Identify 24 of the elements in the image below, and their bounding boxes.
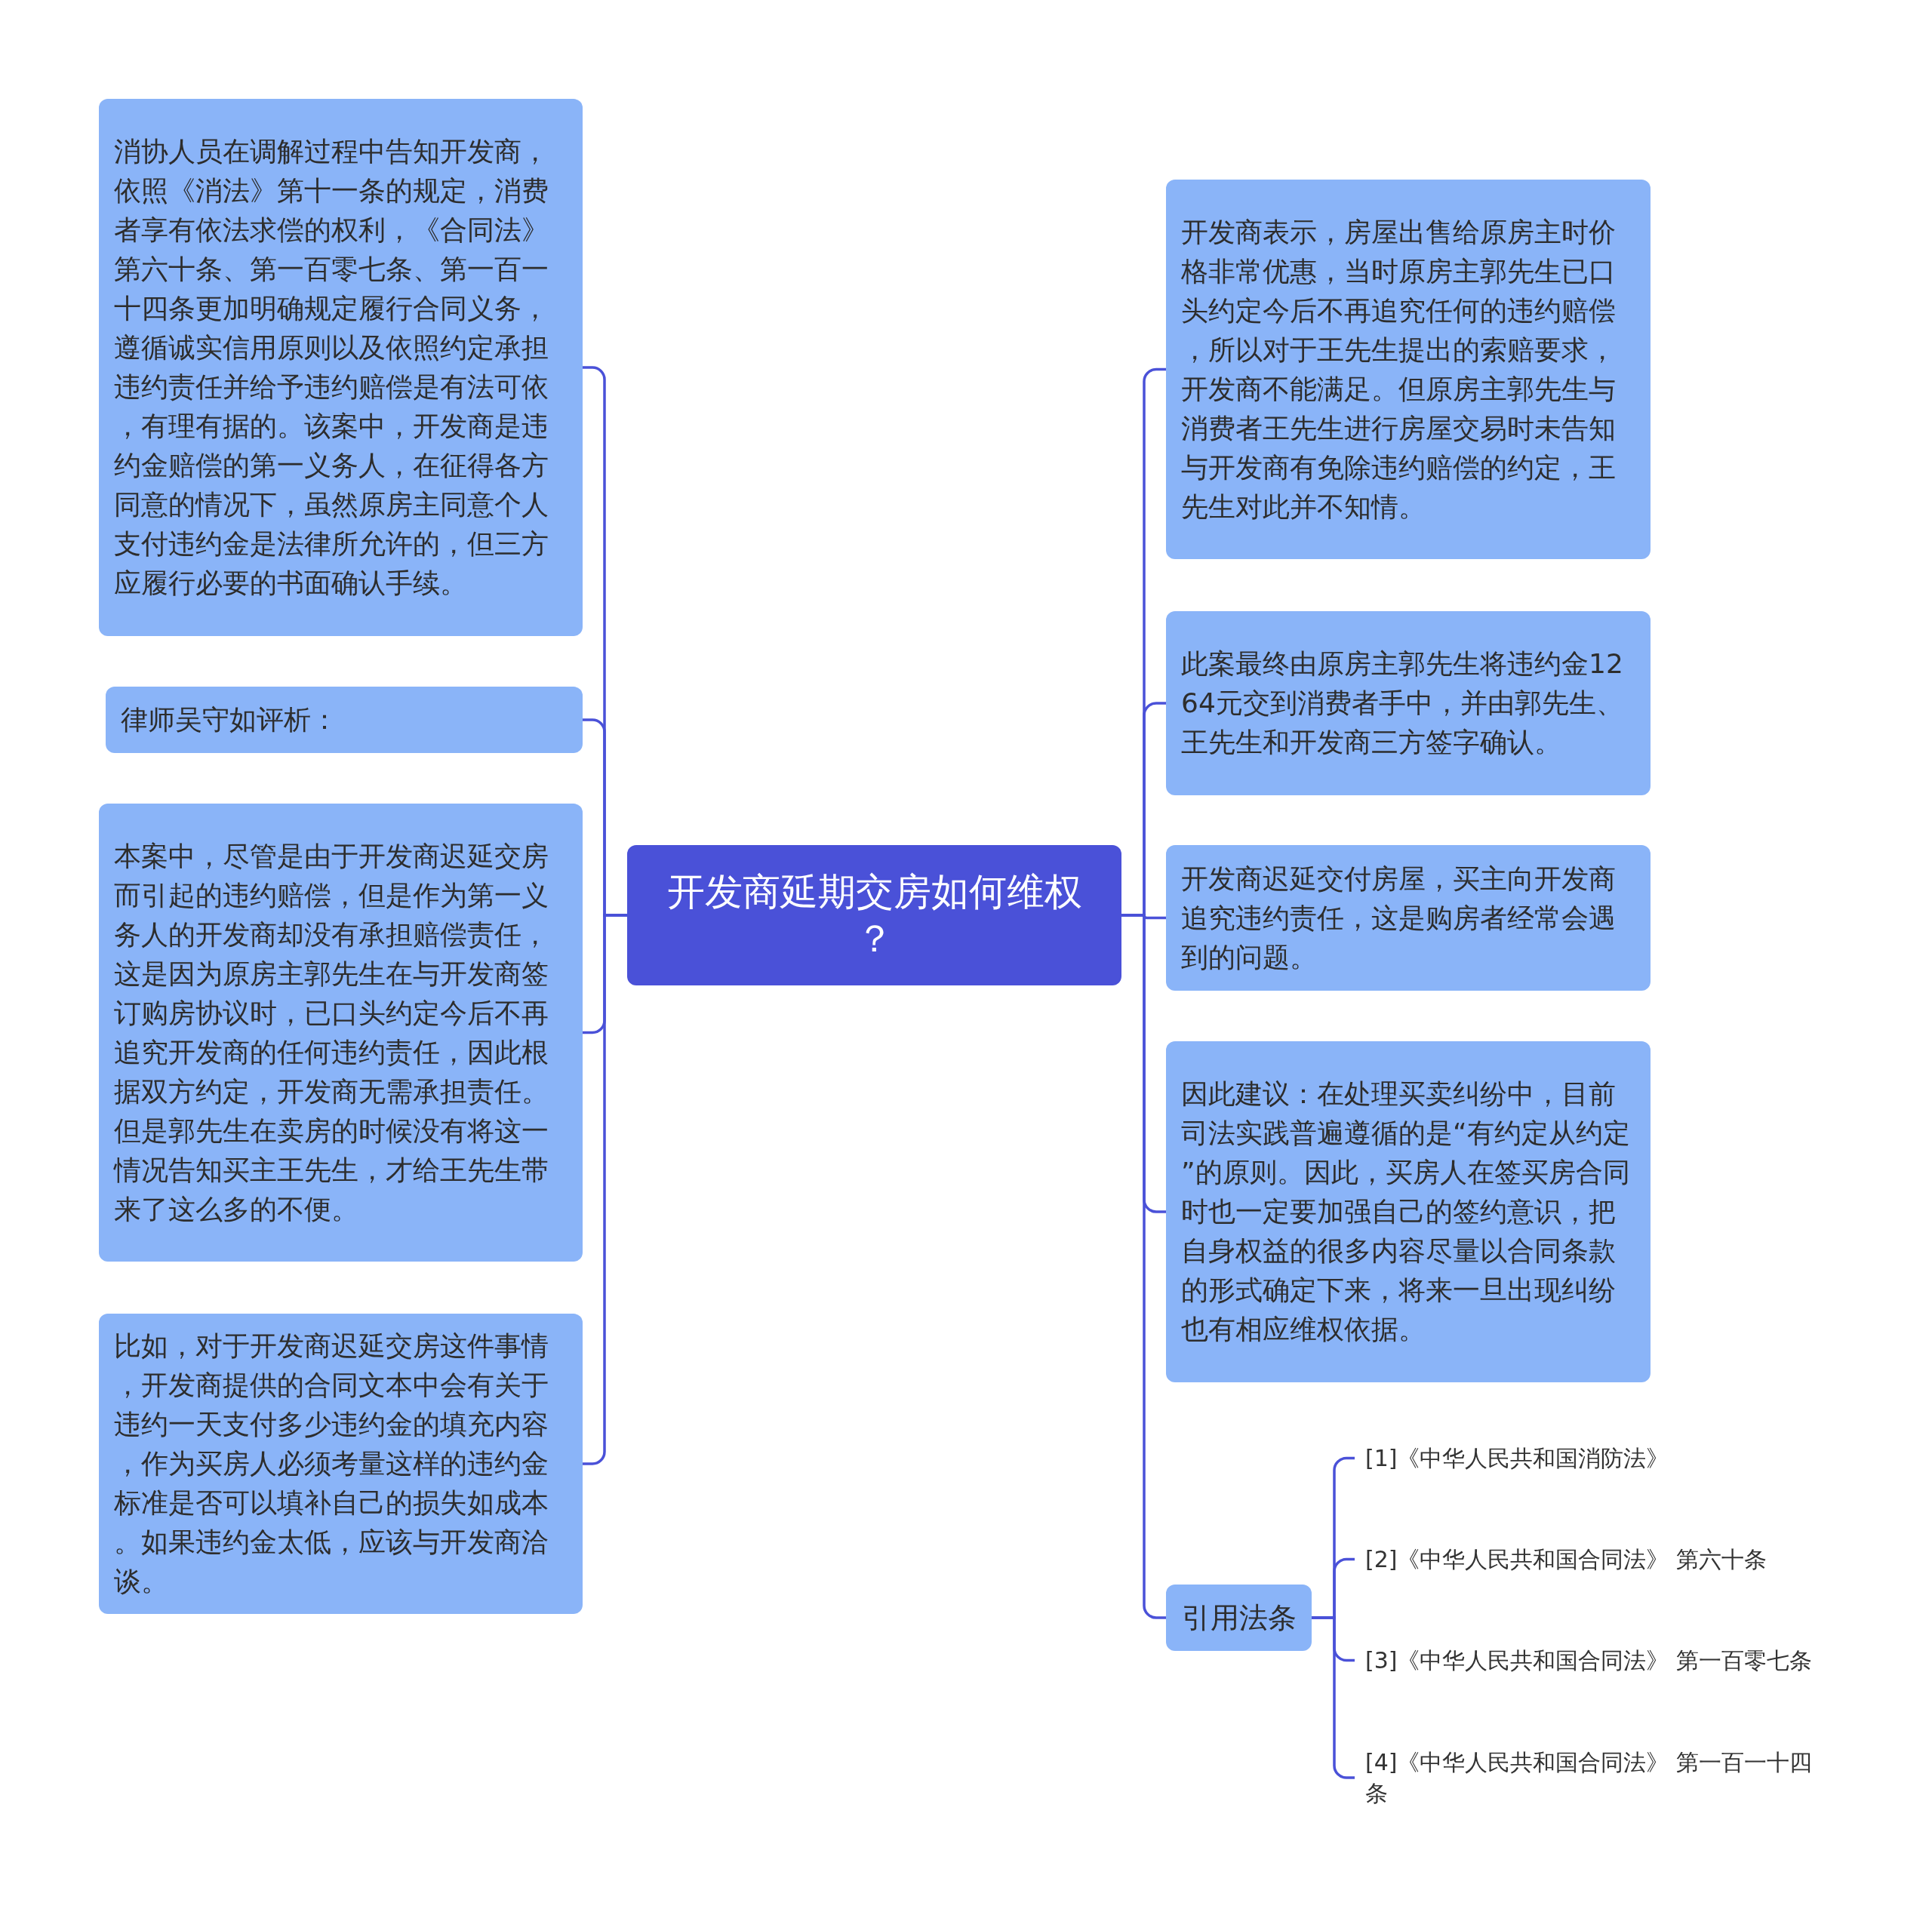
note-text: 比如，对于开发商迟延交房这件事情，开发商提供的合同文本中会有关于违约一天支付多少违约金的填充内容，作为买房人必须考量这样的违约金标准是否可以填补自己的损失如成本。如果违约金太低，应该与开发商洽谈。 [114, 1329, 549, 1598]
reference-text: [2]《中华人民共和国合同法》 第六十条 [1365, 1545, 1768, 1574]
note-box [1166, 611, 1651, 795]
note-text: 此案最终由原房主郭先生将违约金1264元交到消费者手中，并由郭先生、王先生和开发商三方签字确认。 [1181, 647, 1624, 759]
note-box [99, 1314, 583, 1614]
note-box [1166, 180, 1651, 559]
topic-box [627, 845, 1121, 985]
note-text: 本案中，尽管是由于开发商迟延交房而引起的违约赔偿，但是作为第一义务人的开发商却没有承担赔偿责任，这是因为原房主郭先生在与开发商签订购房协议时，已口头约定今后不再追究开发商的任何违约责任，因此根据双方约定，开发商无需承担责任。但是郭先生在卖房的时候没有将这一情况告知买主王先生，才给王先生带来了这么多的不便。 [114, 839, 549, 1226]
note-box [99, 99, 583, 636]
note-box [1166, 1041, 1651, 1382]
note-text: 因此建议：在处理买卖纠纷中，目前司法实践普遍遵循的是“有约定从约定”的原则。因此，买房人在签买房合同时也一定要加强自己的签约意识，把自身权益的很多内容尽量以合同条款的形式确定下来，将来一旦出现纠纷也有相应维权依据。 [1181, 1077, 1631, 1346]
note-box [1166, 845, 1651, 991]
branch-box [1166, 1585, 1312, 1651]
reference-text: [3]《中华人民共和国合同法》 第一百零七条 [1365, 1646, 1814, 1675]
note-box [99, 804, 583, 1262]
note-text: 开发商表示，房屋出售给原房主时价格非常优惠，当时原房主郭先生已口头约定今后不再追究任何的违约赔偿，所以对于王先生提出的索赔要求，开发商不能满足。但原房主郭先生与消费者王先生进行房屋交易时未告知与开发商有免除违约赔偿的约定，王先生对此并不知情。 [1181, 215, 1617, 524]
note-text: 开发商迟延交付房屋，买主向开发商追究违约责任，这是购房者经常会遇到的问题。 [1181, 862, 1617, 974]
topic-text: 开发商延期交房如何维权？ [666, 869, 1083, 962]
reference-text: [1]《中华人民共和国消防法》 [1365, 1444, 1670, 1473]
note-text: 消协人员在调解过程中告知开发商，依照《消法》第十一条的规定，消费者享有依法求偿的权利，《合同法》第六十条、第一百零七条、第一百一十四条更加明确规定履行合同义务，遵循诚实信用原则以及依照约定承担违约责任并给予违约赔偿是有法可依，有理有据的。该案中，开发商是违约金赔偿的第一义务人，在征得各方同意的情况下，虽然原房主同意个人支付违约金是法律所允许的，但三方应履行必要的书面确认手续。 [114, 135, 549, 600]
branch-text: 引用法条 [1181, 1600, 1297, 1636]
note-text: 律师吴守如评析： [121, 703, 339, 736]
note-box [106, 687, 583, 753]
reference-text: [4]《中华人民共和国合同法》 第一百一十四条 [1365, 1748, 1814, 1808]
